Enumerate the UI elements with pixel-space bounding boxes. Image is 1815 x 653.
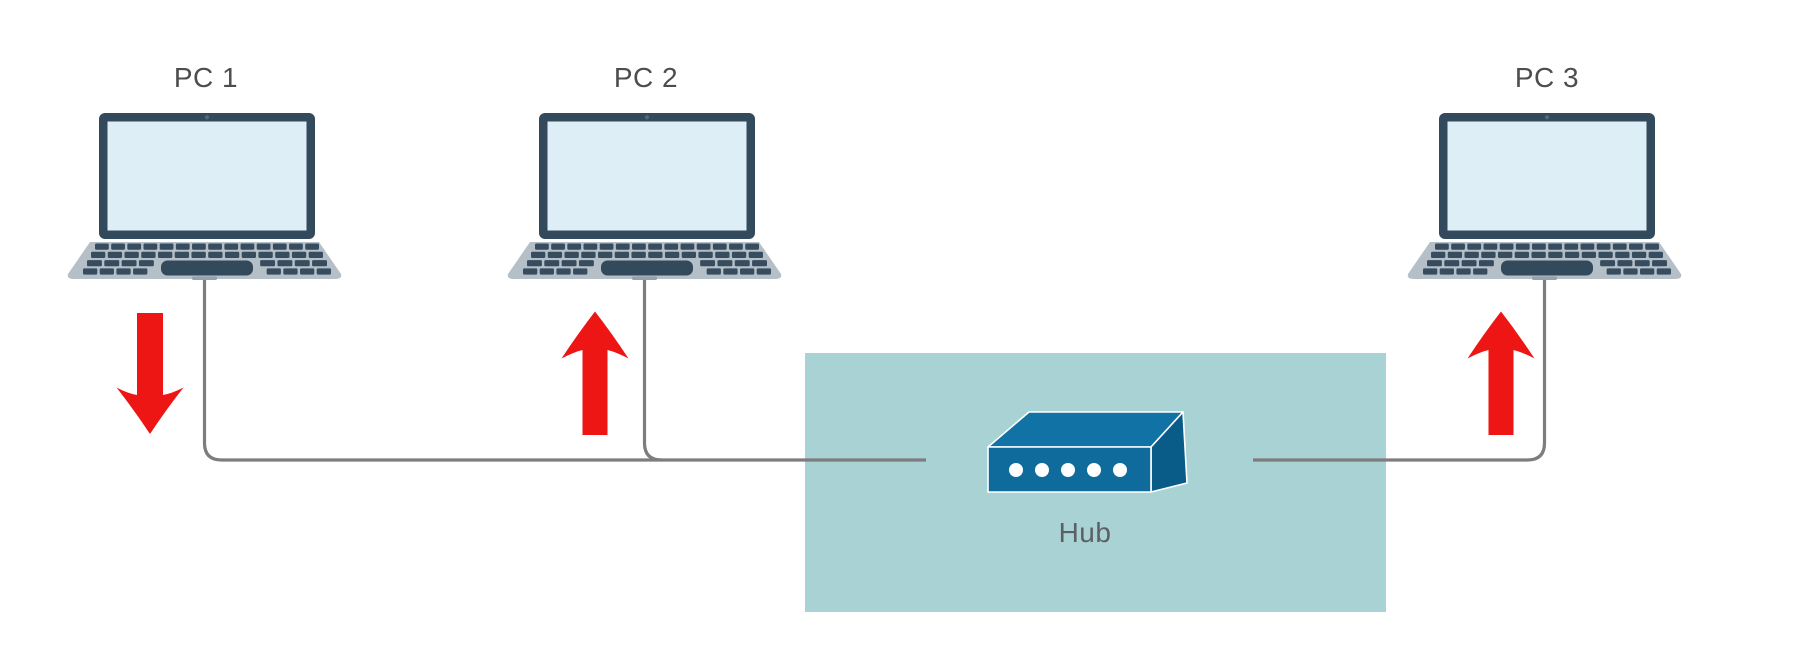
pc2-laptop-icon: [507, 113, 782, 280]
pc1-label: PC 1: [174, 62, 238, 93]
hub-port-dots: [1009, 463, 1127, 477]
pc3-laptop-icon: [1407, 113, 1682, 280]
cable-pc3-hub: [1253, 277, 1547, 462]
pc2-upload-arrow-icon: [561, 311, 629, 435]
pc3-label: PC 3: [1515, 62, 1579, 93]
cable-pc2-hub: [642, 277, 662, 462]
hub-label: Hub: [1059, 517, 1112, 548]
pc2-label: PC 2: [614, 62, 678, 93]
hub-icon: [987, 411, 1188, 493]
pc1-laptop-icon: [67, 113, 342, 280]
pc1-download-arrow-icon: [116, 313, 184, 434]
cable-pc1-hub: [202, 277, 926, 462]
pc3-upload-arrow-icon: [1467, 311, 1535, 435]
